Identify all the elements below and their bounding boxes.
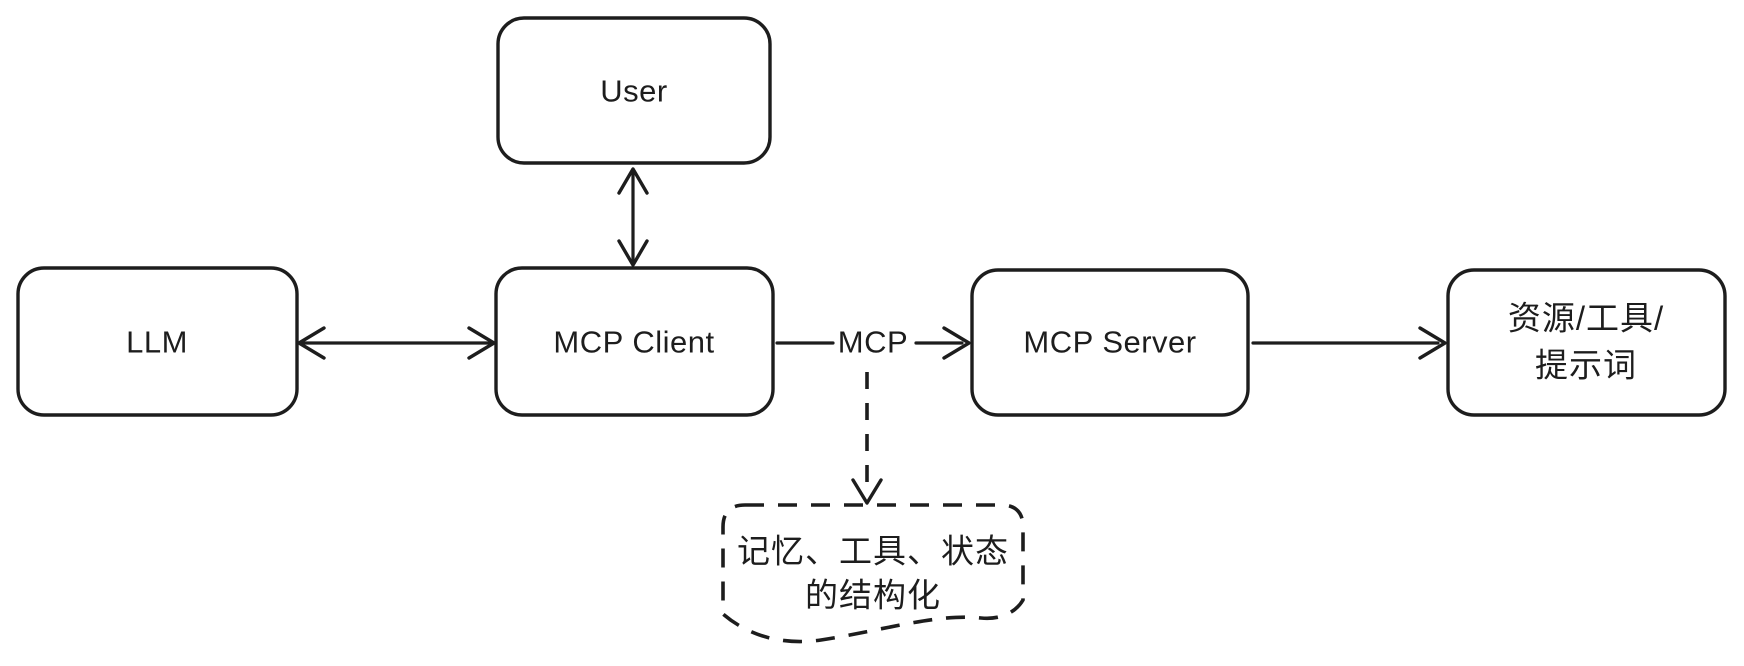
resources-label-line1: 资源/工具/: [1508, 300, 1664, 337]
arrowhead-right-icon: [467, 326, 496, 360]
arrowhead-left-icon: [297, 326, 326, 360]
mcp-client-label: MCP Client: [553, 325, 714, 360]
user-label: User: [600, 74, 667, 109]
edge-mcp-structured: [851, 372, 883, 505]
edge-llm-mcp-client: [297, 326, 496, 360]
arrowhead-right-icon: [1418, 326, 1447, 360]
mcp-server-label: MCP Server: [1023, 325, 1196, 360]
mcp-protocol-label: MCP: [838, 325, 908, 360]
arrowhead-down-icon: [617, 239, 649, 267]
structured-memory-node: 记忆、工具、状态 的结构化: [721, 503, 1025, 644]
user-node: User: [496, 16, 772, 165]
resources-label-line2: 提示词: [1535, 347, 1637, 384]
mcp-server-node: MCP Server: [970, 268, 1250, 417]
arrowhead-right-icon: [942, 326, 971, 360]
resources-tools-prompts-node: 资源/工具/ 提示词: [1446, 268, 1727, 417]
arrowhead-down-icon: [851, 478, 883, 505]
arrowhead-up-icon: [617, 167, 649, 195]
resources-box: [1446, 268, 1727, 417]
structured-label-line1: 记忆、工具、状态: [737, 533, 1009, 570]
edge-mcp-client-server: MCP: [775, 325, 971, 360]
mcp-client-node: MCP Client: [494, 266, 775, 417]
edge-user-mcp-client: [617, 167, 649, 267]
llm-box: [16, 266, 299, 417]
edge-mcp-server-resources: [1251, 326, 1447, 360]
structured-label-line2: 的结构化: [805, 577, 941, 614]
mcp-server-box: [970, 268, 1250, 417]
llm-label: LLM: [126, 325, 188, 360]
llm-node: LLM: [16, 266, 299, 417]
mcp-client-box: [494, 266, 775, 417]
user-box: [496, 16, 772, 165]
structured-dashed-box: [721, 503, 1025, 644]
